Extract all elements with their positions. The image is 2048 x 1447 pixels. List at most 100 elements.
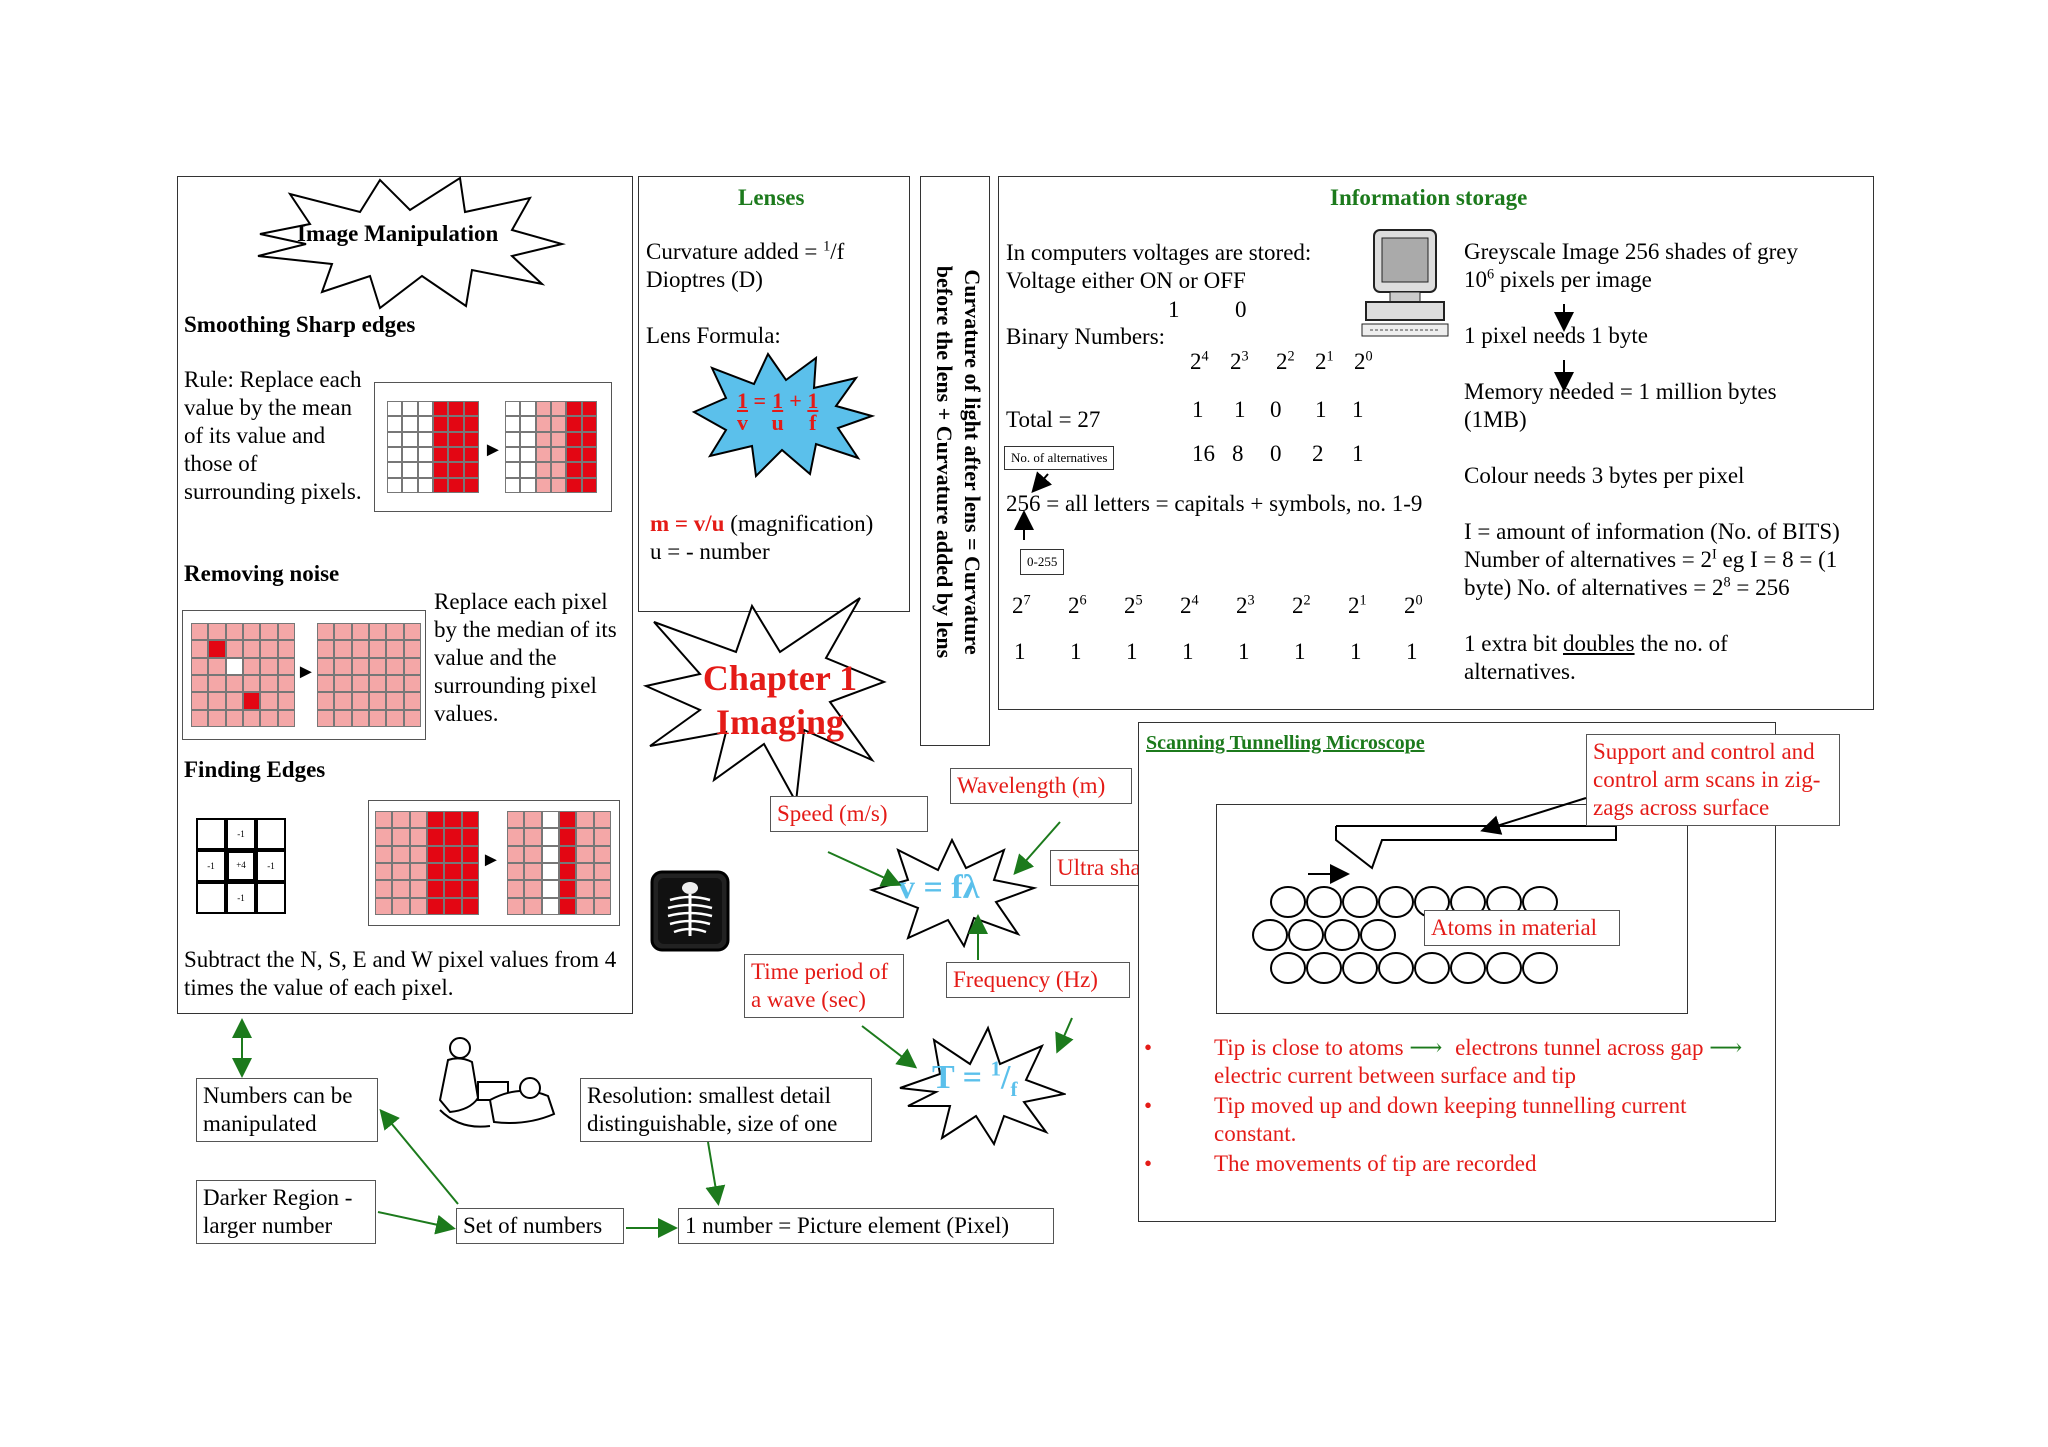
kernel-cell: -1 (226, 882, 256, 914)
alternatives-label: No. of alternatives (1004, 446, 1115, 470)
chapter-title: Chapter 1 Imaging (700, 656, 860, 744)
edges-diagram: ► (368, 800, 620, 926)
power-exp: 5 (1135, 592, 1143, 609)
lens-formula-label: Lens Formula: (646, 323, 781, 348)
bit-large: 1 (1350, 639, 1362, 664)
power-base: 2 (1012, 593, 1024, 618)
power-exp: 1 (1326, 348, 1334, 365)
info-storage-title: Information storage (1330, 185, 1528, 210)
power-exp: 4 (1201, 348, 1209, 365)
u-number: u = - number (650, 539, 770, 564)
noise-heading: Removing noise (184, 561, 340, 586)
edges-rule: Subtract the N, S, E and W pixel values … (184, 947, 617, 1000)
arrow-right-icon: ⟶ (1409, 1035, 1443, 1060)
stm-bullet-1: Tip is close to atoms ⟶ electrons tunnel… (1214, 1034, 1742, 1062)
memory-line1: Memory needed = 1 million bytes (1464, 379, 1777, 404)
time-period-label: Time period of a wave (sec) (744, 954, 904, 1018)
power-small: 21 (1315, 348, 1334, 376)
image-manipulation-title: Image Manipulation (297, 221, 499, 246)
bit-large: 1 (1406, 639, 1418, 664)
power-exp: 3 (1247, 592, 1255, 609)
edges-grid-before (375, 811, 479, 915)
power-large: 21 (1348, 592, 1367, 620)
stm-bullet-3: The movements of tip are recorded (1214, 1151, 1537, 1176)
place-value: 8 (1232, 441, 1244, 466)
stm-title: Scanning Tunnelling Microscope (1146, 732, 1425, 754)
image-manipulation-starburst (257, 176, 566, 310)
edges-heading: Finding Edges (184, 757, 326, 782)
atoms-icon (1252, 886, 1558, 984)
bit-large: 1 (1014, 639, 1026, 664)
numbers-manipulated-box: Numbers can be manipulated (196, 1078, 378, 1142)
period-num: 1 (990, 1056, 1001, 1081)
curvature-den: /f (830, 239, 845, 264)
period-den: f (1010, 1076, 1018, 1101)
alt-text: = 256 (1730, 575, 1790, 600)
power-base: 2 (1292, 593, 1304, 618)
extra-bit: 1 extra bit doubles the no. of (1464, 630, 1728, 658)
bit-large: 1 (1070, 639, 1082, 664)
bit-one: 1 (1168, 297, 1180, 322)
power-base: 2 (1190, 349, 1202, 374)
noise-rule: Replace each pixel by the median of its … (434, 589, 617, 726)
formula-n3: 1 (807, 388, 819, 413)
power-base: 2 (1348, 593, 1360, 618)
resolution-box: Resolution: smallest detail distinguisha… (580, 1078, 872, 1142)
stm-tip (1335, 825, 1617, 870)
power-exp: 1 (1359, 592, 1367, 609)
place-value: 1 (1352, 441, 1364, 466)
extra-text: 1 extra bit (1464, 631, 1563, 656)
smoothing-diagram: ► (374, 382, 612, 512)
bit-value: 0 (1270, 397, 1282, 422)
range-label: 0-255 (1020, 549, 1065, 575)
speed-label: Speed (m/s) (770, 796, 928, 832)
patient-scan-icon (438, 1037, 556, 1128)
noise-grid-after (317, 623, 421, 727)
vertical-note-box (920, 176, 990, 746)
power-large: 22 (1292, 592, 1311, 620)
formula-eq: = (753, 388, 767, 413)
power-large: 20 (1404, 592, 1423, 620)
curvature-num: 1 (823, 238, 831, 255)
kernel-cell: -1 (226, 818, 256, 850)
formula-d1: v (737, 410, 748, 435)
power-small: 20 (1354, 348, 1373, 376)
chapter-line1: Chapter 1 (702, 658, 858, 698)
wave-equation: v = fλ (898, 869, 980, 906)
chapter-starburst (642, 597, 887, 804)
power-base: 2 (1354, 349, 1366, 374)
power-large: 25 (1124, 592, 1143, 620)
stm-bullet-1-line2: electric current between surface and tip (1214, 1063, 1577, 1088)
bit-value: 1 (1352, 397, 1364, 422)
power-large: 27 (1012, 592, 1031, 620)
formula-d3: f (809, 410, 817, 435)
bit-value: 1 (1192, 397, 1204, 422)
xray-icon (650, 870, 730, 952)
pixels-per-image: 106 pixels per image (1464, 266, 1652, 294)
lens-formula-starburst (691, 351, 876, 479)
formula-plus: + (789, 388, 802, 413)
power-small: 23 (1230, 348, 1249, 376)
frequency-label: Frequency (Hz) (946, 962, 1130, 998)
noise-diagram: ► (182, 610, 426, 740)
period-equation: T = 1/f (932, 1056, 1018, 1101)
greyscale: Greyscale Image 256 shades of grey (1464, 239, 1799, 264)
total: Total = 27 (1006, 407, 1101, 432)
kernel-cell: -1 (196, 850, 226, 882)
power-small: 22 (1276, 348, 1295, 376)
power-large: 23 (1236, 592, 1255, 620)
bullet1-part-a: Tip is close to atoms (1214, 1035, 1404, 1060)
bit-large: 1 (1182, 639, 1194, 664)
bit-value: 1 (1315, 397, 1327, 422)
alt-text: eg I = 8 = (1 (1716, 547, 1838, 572)
voltages-line1: In computers voltages are stored: (1006, 240, 1312, 265)
arrow-right-icon: ► (481, 849, 501, 871)
bit-large: 1 (1126, 639, 1138, 664)
power-base: 2 (1124, 593, 1136, 618)
support-label: Support and control and control arm scan… (1586, 734, 1840, 826)
power-base: 2 (1315, 349, 1327, 374)
curvature-added: Curvature added = 1/f (646, 238, 844, 266)
atoms-label: Atoms in material (1424, 910, 1620, 946)
